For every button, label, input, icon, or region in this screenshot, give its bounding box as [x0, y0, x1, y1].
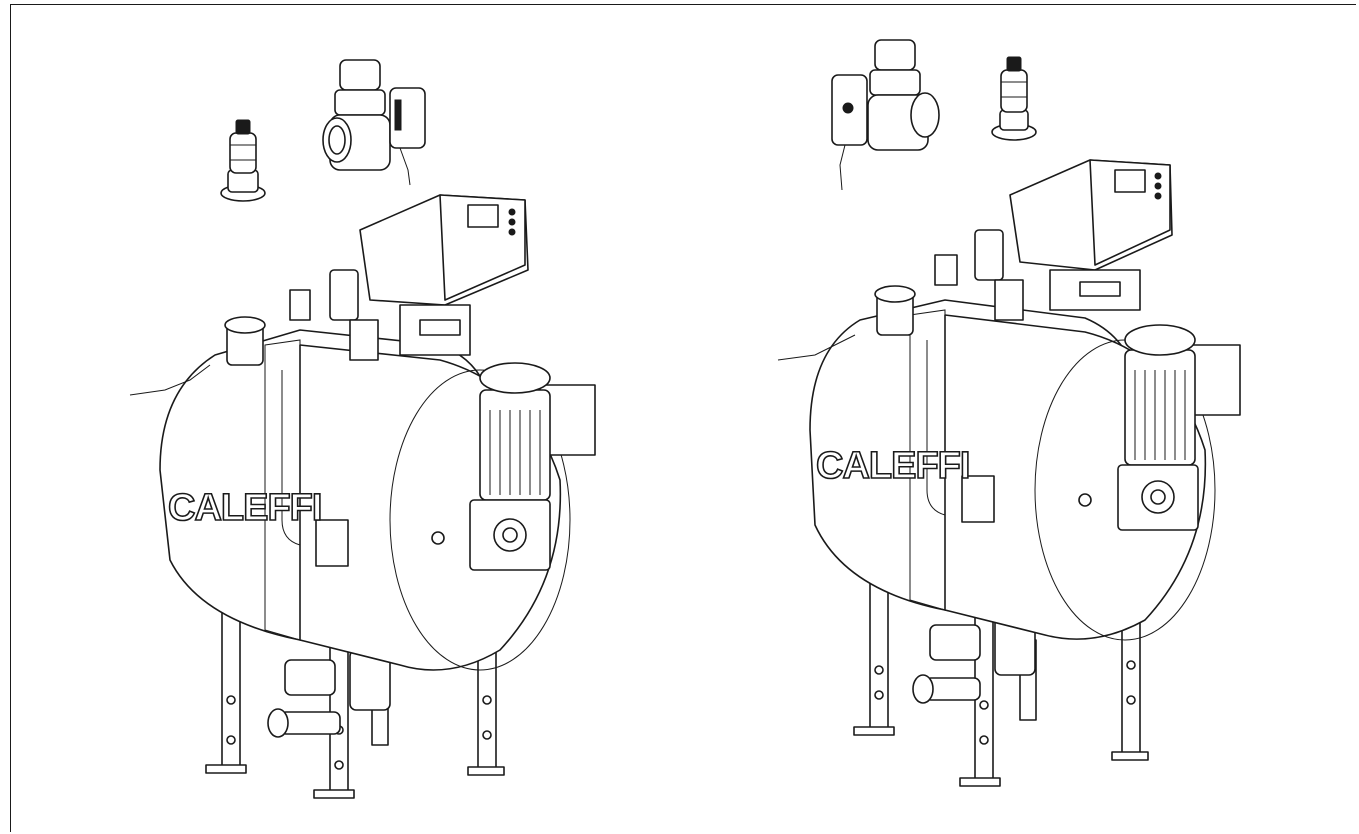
air-vent-component: [220, 119, 266, 202]
motorized-valve-component: [831, 39, 940, 191]
unit-right: CALEFFI: [777, 39, 1241, 787]
control-panel: [1009, 159, 1173, 311]
unit-left: CALEFFI: [129, 59, 596, 799]
caleffi-logo: CALEFFI: [816, 445, 969, 487]
drawing-frame: [10, 4, 1356, 832]
support-legs: [853, 569, 1149, 787]
caleffi-logo: CALEFFI: [168, 487, 321, 529]
control-panel: [359, 194, 529, 356]
top-fittings: [129, 269, 379, 396]
bottom-drain-assembly: [267, 649, 391, 738]
top-fittings: [777, 229, 1024, 361]
air-vent-component: [991, 56, 1037, 141]
pump-motor: [1078, 324, 1241, 531]
pump-motor: [431, 362, 596, 571]
motorized-valve-component: [322, 59, 426, 186]
